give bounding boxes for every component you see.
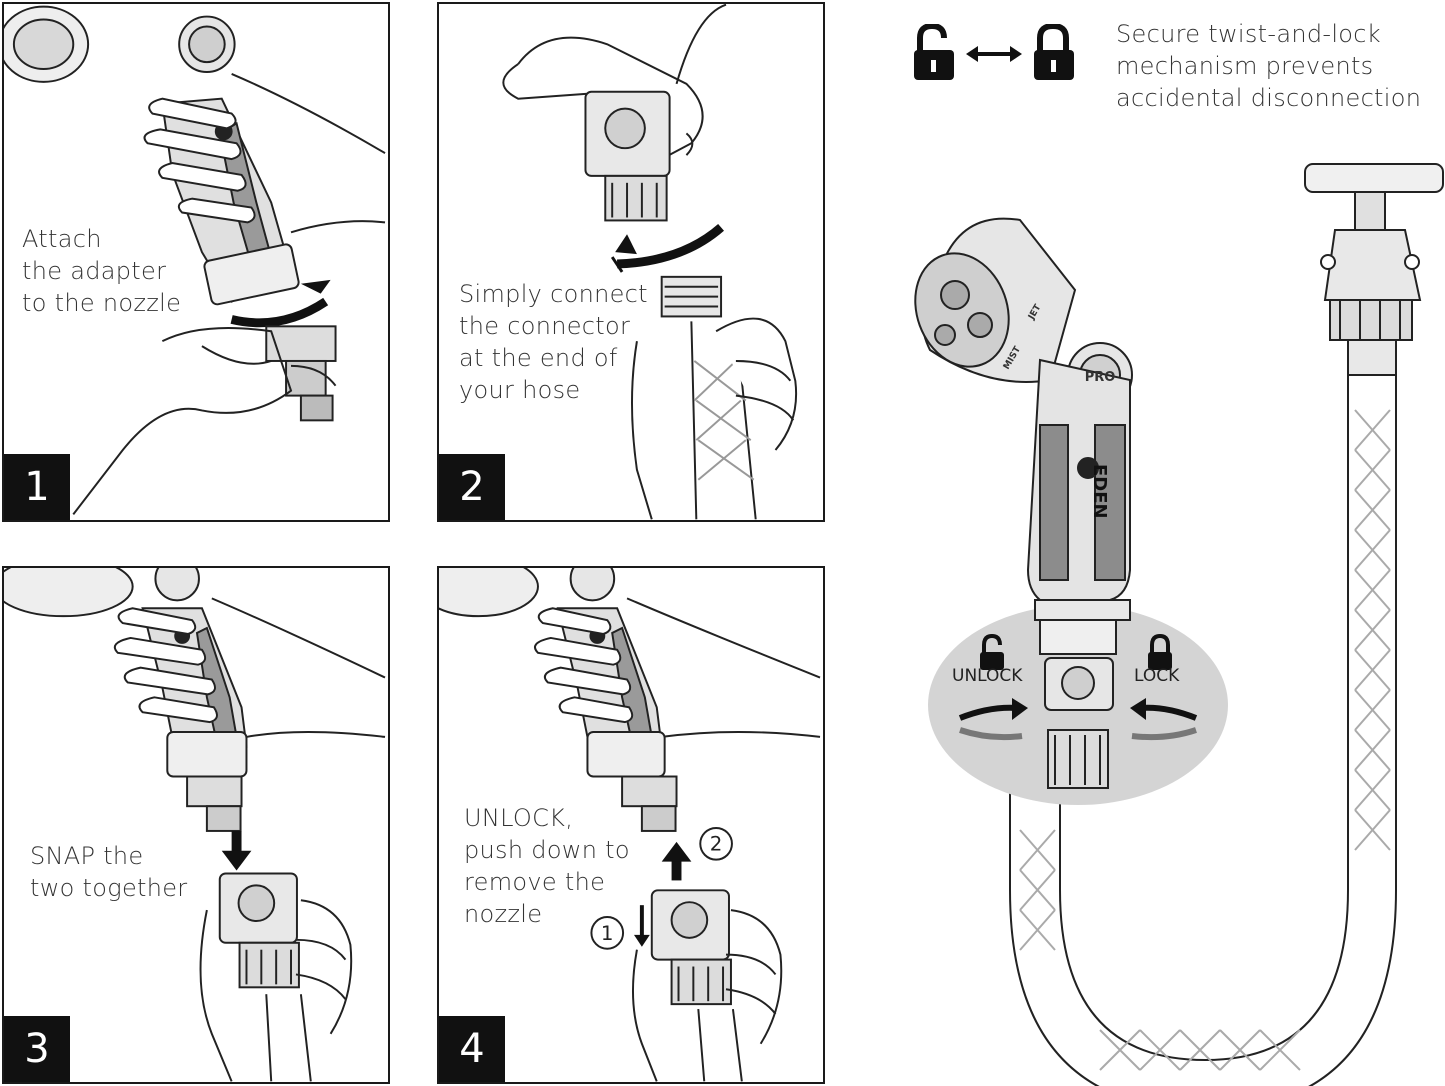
step-marker-1: 1	[601, 922, 614, 945]
caption-line: push down to	[464, 836, 630, 864]
lock-info-line: accidental disconnection	[1116, 84, 1422, 112]
remove-nozzle-illustration: 2 1	[439, 568, 821, 1082]
step-4-panel: 2 1 UNLOCK, push down to remove the nozz…	[437, 566, 825, 1084]
caption-line: SNAP the	[30, 842, 144, 870]
unlock-label: UNLOCK	[952, 666, 1023, 686]
step-1-caption: Attach the adapter to the nozzle	[22, 223, 181, 319]
connect-hose-illustration	[502, 4, 798, 520]
caption-line: Attach	[22, 225, 102, 253]
step-2-caption: Simply connect the connector at the end …	[459, 278, 648, 406]
nozzle-brand-label: EDEN	[1089, 464, 1110, 519]
nozzle-dial-label: PRO	[1085, 370, 1116, 385]
step-4-caption: UNLOCK, push down to remove the nozzle	[464, 802, 630, 930]
caption-line: at the end of	[459, 344, 618, 372]
faucet-handle	[1304, 163, 1444, 376]
caption-line: your hose	[459, 376, 581, 404]
caption-line: remove the	[464, 868, 606, 896]
caption-line: to the nozzle	[22, 289, 182, 317]
lock-info-text: Secure twist-and-lock mechanism prevents…	[1116, 18, 1421, 114]
lock-info-header: Secure twist-and-lock mechanism prevents…	[910, 18, 1430, 112]
lock-info-line: Secure twist-and-lock	[1116, 20, 1381, 48]
snap-together-illustration	[4, 568, 386, 1082]
unlocked-padlock-icon	[980, 633, 1004, 670]
locked-padlock-icon	[1148, 633, 1172, 670]
double-arrow-icon	[966, 46, 1022, 62]
step-3-panel: SNAP the two together 3	[2, 566, 390, 1084]
lock-label: LOCK	[1134, 666, 1180, 686]
step-1-panel: Attach the adapter to the nozzle 1	[2, 2, 390, 522]
locked-padlock-icon	[1034, 24, 1074, 80]
spray-nozzle	[914, 217, 1133, 789]
caption-line: Simply connect	[459, 280, 648, 308]
step-number-badge: 2	[439, 454, 505, 520]
step-3-caption: SNAP the two together	[30, 840, 187, 904]
lock-unlock-icons	[914, 24, 1074, 80]
caption-line: nozzle	[464, 900, 543, 928]
lock-info-line: mechanism prevents	[1116, 52, 1374, 80]
attach-adapter-illustration	[4, 5, 386, 515]
step-2-panel: Simply connect the connector at the end …	[437, 2, 825, 522]
step-number-badge: 3	[4, 1016, 70, 1082]
unlocked-padlock-icon	[914, 24, 954, 80]
garden-hose	[1009, 375, 1397, 1086]
nozzle-hose-assembly-illustration: PRO EDEN MIST JET	[914, 163, 1444, 1086]
caption-line: the connector	[459, 312, 631, 340]
step-marker-2: 2	[710, 833, 723, 856]
step-number-badge: 4	[439, 1016, 505, 1082]
step-number-badge: 1	[4, 454, 70, 520]
caption-line: the adapter	[22, 257, 167, 285]
caption-line: two together	[30, 874, 188, 902]
caption-line: UNLOCK,	[464, 804, 574, 832]
